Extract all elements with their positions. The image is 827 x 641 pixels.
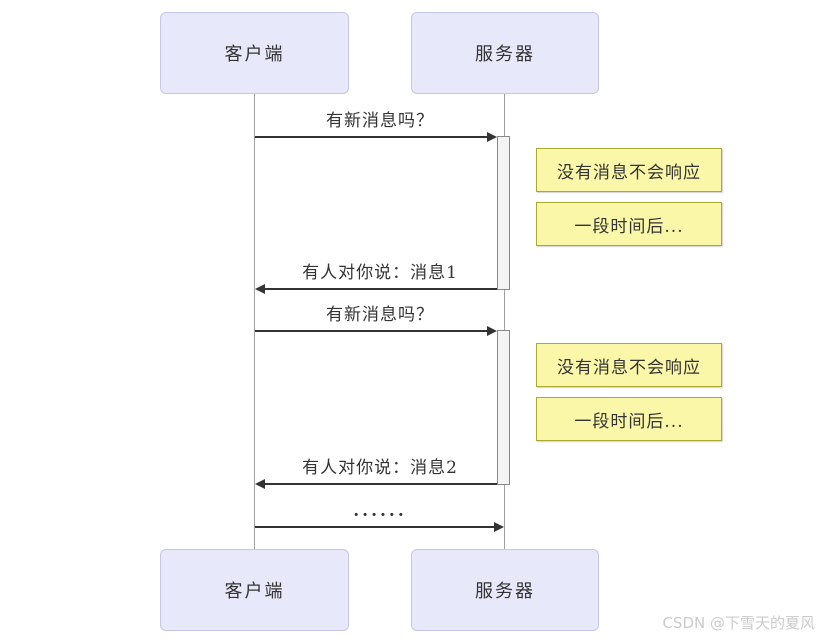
actor-server-label: 服务器 <box>475 581 535 602</box>
csdn-watermark: CSDN @下雪天的夏风 <box>662 614 815 632</box>
server-activation-bar-1 <box>497 136 510 290</box>
ellipsis-arrow <box>255 522 504 532</box>
server-activation-bar-2 <box>497 330 510 485</box>
request-arrow-2 <box>255 326 497 336</box>
arrowhead-right-icon <box>494 522 504 532</box>
actor-server-label: 服务器 <box>475 44 535 65</box>
message-label-reply-1: 有人对你说：消息1 <box>302 263 458 283</box>
arrowhead-left-icon <box>255 479 265 489</box>
note-after-while-2: 一段时间后... <box>536 397 722 441</box>
note-no-response-1: 没有消息不会响应 <box>536 148 722 192</box>
message-label-request-1: 有新消息吗？ <box>326 111 434 131</box>
actor-client-label: 客户端 <box>224 581 285 602</box>
note-no-response-2: 没有消息不会响应 <box>536 343 722 387</box>
arrowhead-left-icon <box>255 284 265 294</box>
note-label: 一段时间后... <box>574 216 684 237</box>
message-label-reply-2: 有人对你说：消息2 <box>302 458 458 478</box>
actor-server-top: 服务器 <box>411 12 599 94</box>
note-after-while-1: 一段时间后... <box>536 202 722 246</box>
actor-server-bottom: 服务器 <box>411 549 599 631</box>
note-label: 没有消息不会响应 <box>557 162 701 183</box>
request-arrow-1 <box>255 132 497 142</box>
note-label: 一段时间后... <box>574 411 684 432</box>
reply-arrow-2 <box>255 479 497 489</box>
reply-arrow-1 <box>255 284 497 294</box>
client-lifeline <box>254 94 255 549</box>
message-label-request-2: 有新消息吗？ <box>326 305 434 325</box>
actor-client-top: 客户端 <box>160 12 349 94</box>
arrowhead-right-icon <box>487 132 497 142</box>
actor-client-label: 客户端 <box>224 44 285 65</box>
actor-client-bottom: 客户端 <box>160 549 349 631</box>
arrowhead-right-icon <box>487 326 497 336</box>
note-label: 没有消息不会响应 <box>557 357 701 378</box>
server-lifeline <box>504 94 505 549</box>
message-label-ellipsis: ...... <box>353 501 407 521</box>
